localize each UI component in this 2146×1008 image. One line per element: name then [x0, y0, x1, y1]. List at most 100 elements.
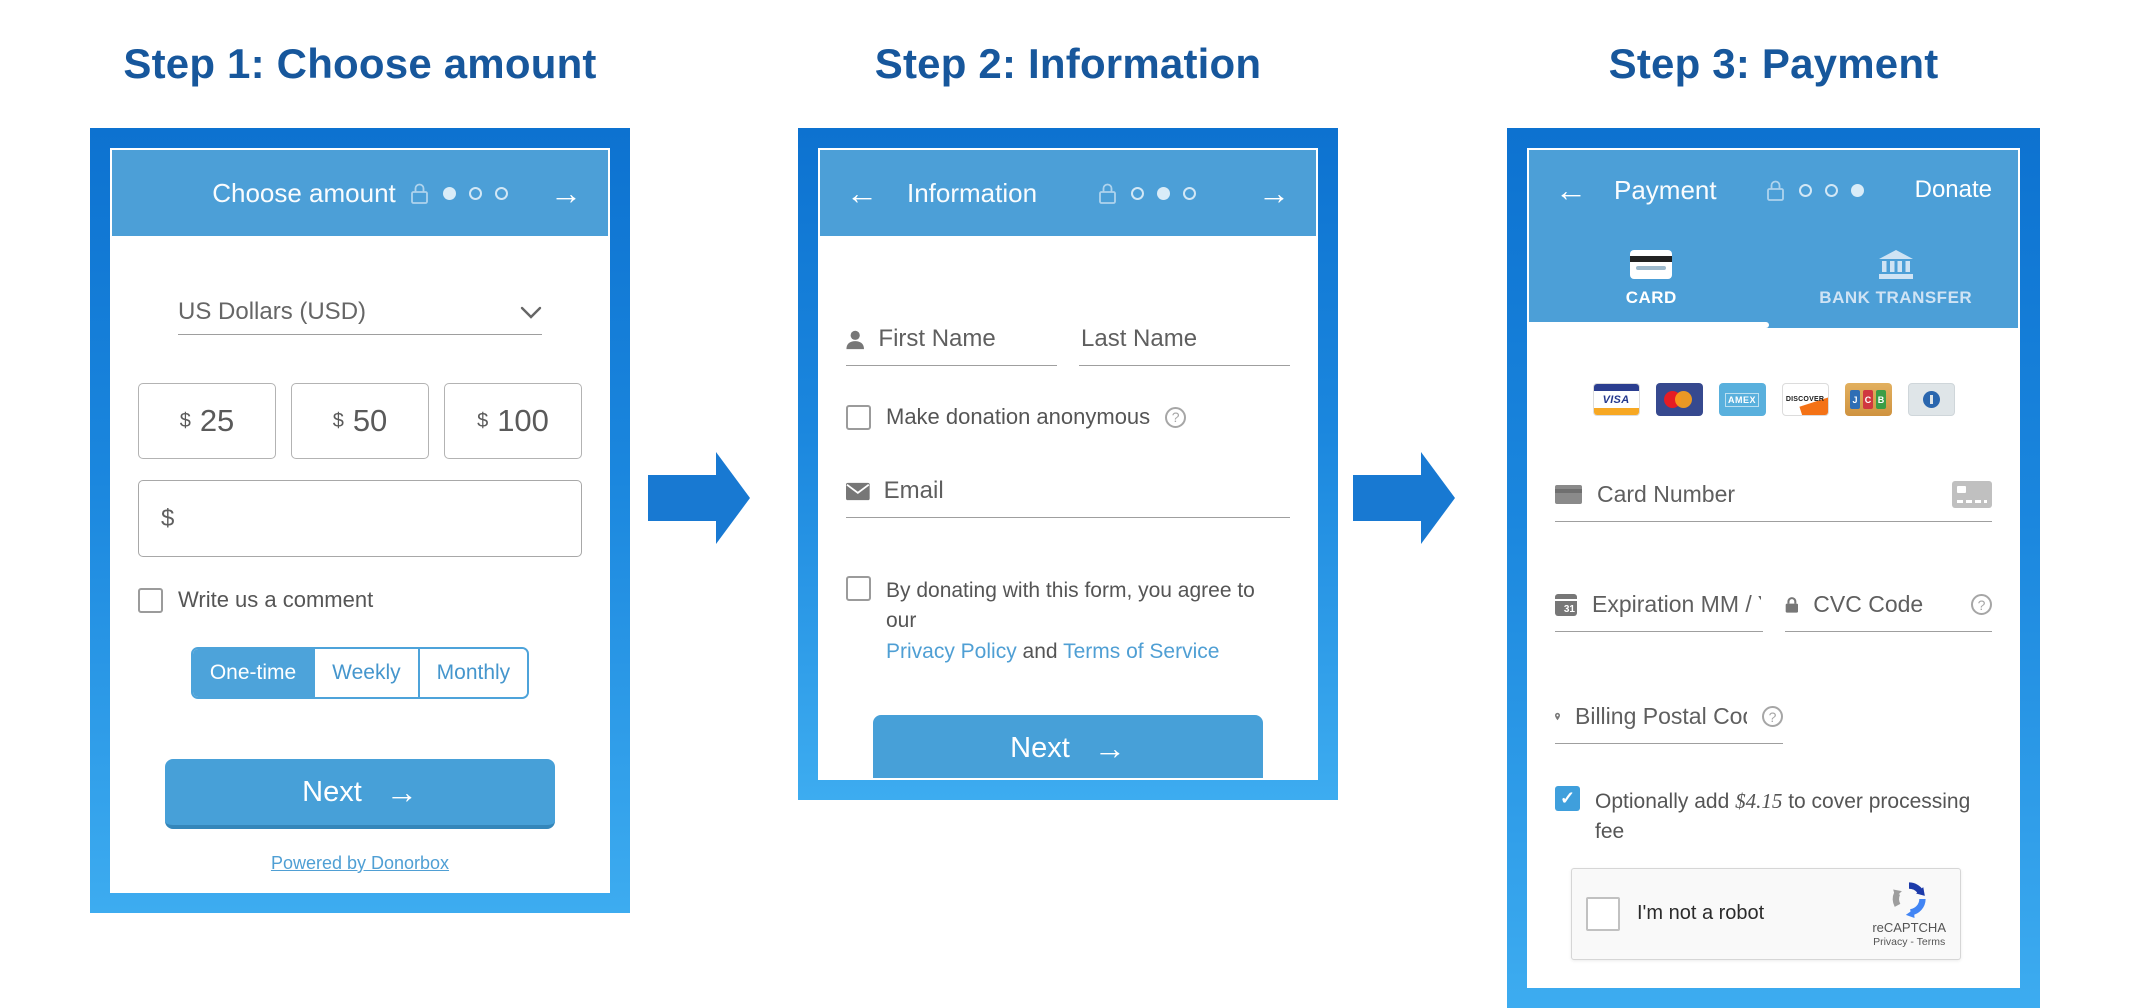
processing-fee-checkbox[interactable]: ✓: [1555, 786, 1580, 811]
preset-amounts: $ 25 $ 50 $ 100: [138, 383, 582, 459]
progress-dots: [1131, 186, 1197, 200]
widget-header-title: Choose amount: [212, 177, 396, 208]
billing-postal-input[interactable]: [1573, 702, 1749, 731]
progress-dots: [442, 186, 508, 200]
header-forward-arrow-button[interactable]: →: [1257, 175, 1290, 211]
cvc-input[interactable]: [1811, 590, 1958, 619]
last-name-field[interactable]: [1079, 324, 1290, 366]
expiration-input[interactable]: [1590, 590, 1763, 619]
custom-amount-input[interactable]: [159, 503, 561, 534]
amex-icon: AMEX: [1718, 383, 1766, 416]
cvc-field[interactable]: ?: [1784, 590, 1992, 632]
widget-header-title: Information: [907, 177, 1038, 208]
currency-symbol: $: [477, 409, 489, 432]
card-number-input[interactable]: [1595, 480, 1939, 509]
mastercard-icon: [1655, 383, 1703, 416]
next-button[interactable]: Next →: [873, 715, 1263, 778]
step1-to-step2-arrow-icon: [648, 452, 750, 544]
bank-icon: [1878, 250, 1913, 279]
amount-value: 25: [199, 403, 235, 438]
card-preview-icon: [1952, 481, 1992, 508]
widget-frame: Choose amount → US Dollar: [110, 148, 610, 893]
lock-icon: [1767, 180, 1785, 201]
header-back-arrow-button[interactable]: ←: [846, 175, 878, 211]
recaptcha-branding: reCAPTCHA Privacy - Terms: [1872, 880, 1946, 948]
frequency-tab-one-time[interactable]: One-time: [192, 649, 314, 697]
widget-header: Choose amount →: [112, 150, 608, 236]
comment-checkbox-row[interactable]: Write us a comment: [138, 587, 582, 613]
progress-dot: [1851, 183, 1865, 197]
expiration-field[interactable]: 31: [1555, 590, 1763, 632]
terms-of-service-link[interactable]: Terms of Service: [1063, 639, 1220, 663]
recaptcha-label: I'm not a robot: [1637, 902, 1765, 925]
frequency-tab-monthly[interactable]: Monthly: [417, 649, 528, 697]
last-name-input[interactable]: [1079, 324, 1290, 354]
recaptcha-checkbox[interactable]: [1586, 896, 1620, 931]
header-back-arrow-button[interactable]: ←: [1555, 172, 1587, 208]
powered-by-link[interactable]: Powered by Donorbox: [270, 853, 450, 873]
donate-header-button[interactable]: Donate: [1914, 176, 1992, 203]
step2-title: Step 2: Information: [874, 40, 1262, 87]
fee-amount: $4.15: [1735, 789, 1783, 813]
anonymous-checkbox[interactable]: [846, 404, 871, 430]
recaptcha-logo-icon: [1892, 882, 1926, 918]
jcb-icon: J C B: [1844, 383, 1892, 416]
comment-checkbox[interactable]: [138, 587, 163, 613]
widget-frame: ← Payment Donate: [1527, 148, 2020, 988]
email-input[interactable]: [881, 476, 1290, 506]
donation-widget-step1: Choose amount → US Dollar: [90, 128, 630, 913]
card-number-field[interactable]: [1555, 480, 1992, 522]
custom-amount-field[interactable]: [138, 480, 582, 557]
step2-to-step3-arrow-icon: [1353, 452, 1455, 544]
first-name-field[interactable]: [846, 324, 1057, 366]
help-icon[interactable]: ?: [1762, 706, 1783, 727]
next-button[interactable]: Next →: [165, 759, 555, 829]
terms-checkbox[interactable]: [846, 576, 871, 601]
frequency-tab-weekly[interactable]: Weekly: [313, 649, 418, 697]
next-button-label: Next: [1010, 731, 1070, 764]
map-pin-icon: [1555, 712, 1560, 721]
recaptcha-brand-text: reCAPTCHA: [1872, 919, 1946, 935]
person-icon: [846, 330, 864, 349]
widget-content: Make donation anonymous ? By donating wi…: [820, 236, 1316, 778]
arrow-right-icon: →: [1093, 730, 1126, 767]
name-fields-row: [846, 324, 1290, 366]
tab-bank-transfer[interactable]: BANK TRANSFER: [1774, 230, 2019, 328]
tab-card[interactable]: CARD: [1529, 230, 1774, 328]
terms-text: By donating with this form, you agree to…: [886, 576, 1290, 667]
currency-select[interactable]: US Dollars (USD): [178, 290, 542, 335]
anonymous-checkbox-row[interactable]: Make donation anonymous ?: [846, 404, 1290, 430]
billing-postal-field[interactable]: ?: [1555, 702, 1783, 744]
tab-bank-label: BANK TRANSFER: [1819, 288, 1973, 307]
visa-icon: VISA: [1592, 383, 1640, 416]
header-forward-arrow-button[interactable]: →: [550, 175, 582, 211]
discover-icon: DISCOVER: [1781, 383, 1829, 416]
progress-dot: [442, 186, 456, 200]
frequency-tabs: One-time Weekly Monthly: [190, 647, 530, 699]
email-field[interactable]: [846, 476, 1290, 518]
step3-title: Step 3: Payment: [1608, 40, 1939, 87]
widget-header: ← Payment Donate: [1529, 150, 2018, 230]
help-icon[interactable]: ?: [1165, 406, 1187, 428]
chevron-down-icon: [520, 306, 542, 319]
active-tab-indicator: [1529, 322, 1769, 328]
progress-dot: [1157, 186, 1171, 200]
amount-button-100[interactable]: $ 100: [444, 383, 582, 459]
privacy-policy-link[interactable]: Privacy Policy: [886, 639, 1017, 663]
first-name-input[interactable]: [876, 324, 1057, 354]
amount-value: 100: [497, 403, 549, 438]
amount-button-50[interactable]: $ 50: [291, 383, 429, 459]
donation-widget-step3: ← Payment Donate: [1507, 128, 2040, 1008]
progress-dot: [494, 186, 508, 200]
lock-icon: [410, 183, 428, 204]
processing-fee-row[interactable]: ✓ Optionally add $4.15 to cover processi…: [1555, 786, 1992, 848]
amount-button-25[interactable]: $ 25: [138, 383, 276, 459]
terms-prefix: By donating with this form, you agree to…: [886, 579, 1255, 633]
terms-conjunction: and: [1022, 639, 1058, 663]
recaptcha-privacy-terms-links[interactable]: Privacy - Terms: [1873, 935, 1946, 948]
lock-icon: [1785, 596, 1798, 613]
donation-widget-step2: ← Information →: [798, 128, 1338, 800]
help-icon[interactable]: ?: [1971, 594, 1992, 615]
card-icon: [1555, 485, 1582, 504]
diners-club-icon: [1907, 383, 1955, 416]
